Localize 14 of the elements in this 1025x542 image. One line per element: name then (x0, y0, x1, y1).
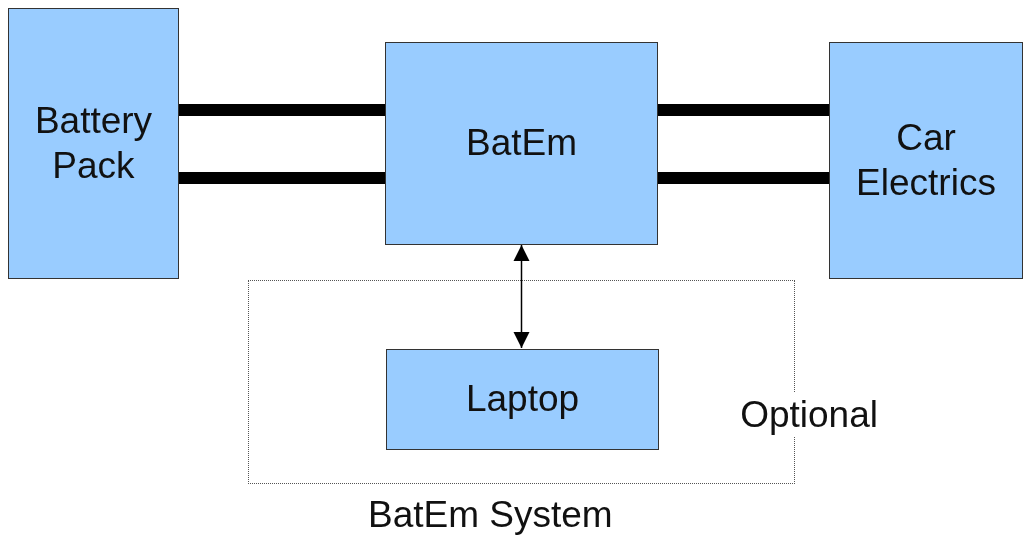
connector-line (179, 172, 385, 184)
process-box (829, 42, 1023, 279)
connector-line (658, 172, 829, 184)
process-box (8, 8, 179, 279)
node-label: BatEm (464, 121, 578, 166)
arrow (513, 244, 530, 349)
connector-line (179, 104, 385, 116)
node-label: Car Electrics (855, 116, 997, 205)
caption-text: BatEm System (368, 493, 613, 537)
node-label: Laptop (464, 377, 581, 422)
connector-line (658, 104, 829, 116)
process-box (386, 349, 659, 450)
process-box (385, 42, 658, 245)
node-label: Battery Pack (33, 99, 154, 188)
